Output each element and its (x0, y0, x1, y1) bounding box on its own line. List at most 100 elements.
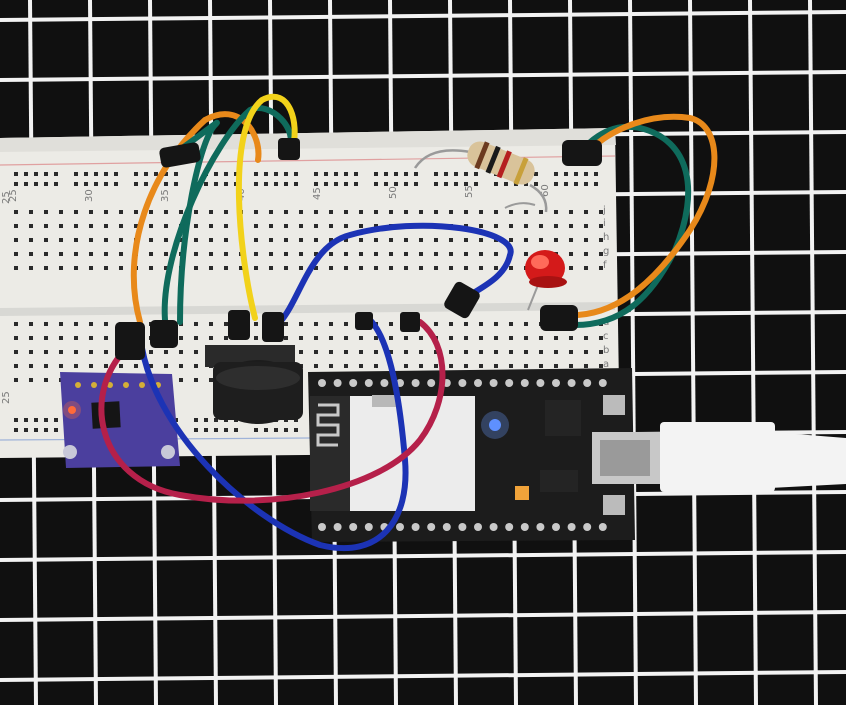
wire-teal-right (572, 123, 692, 328)
breadboard-hole (194, 322, 198, 326)
breadboard-hole (344, 322, 348, 326)
breadboard-hole (314, 210, 318, 214)
breadboard-hole (179, 336, 183, 340)
breadboard-hole (479, 350, 483, 354)
wire-orange-right (562, 113, 718, 319)
breadboard-hole (149, 210, 153, 214)
usb-c-cable (592, 422, 846, 492)
breadboard-hole (524, 224, 528, 228)
breadboard-hole (59, 252, 63, 256)
breadboard-hole (214, 172, 218, 176)
breadboard-hole (224, 172, 228, 176)
breadboard-hole (344, 364, 348, 368)
breadboard-hole (539, 336, 543, 340)
breadboard-hole (14, 428, 18, 432)
breadboard-hole (149, 224, 153, 228)
breadboard-hole (34, 182, 38, 186)
breadboard-hole (404, 266, 408, 270)
breadboard-hole (434, 210, 438, 214)
breadboard-hole (299, 322, 303, 326)
header-pin (427, 379, 436, 387)
breadboard-hole (14, 364, 18, 368)
breadboard-hole (539, 350, 543, 354)
breadboard-hole (284, 182, 288, 186)
breadboard-hole (569, 252, 573, 256)
breadboard-hole (234, 428, 238, 432)
breadboard-hole (314, 266, 318, 270)
breadboard-hole (524, 252, 528, 256)
wire-red (98, 319, 446, 504)
breadboard-hole (54, 418, 58, 422)
breadboard-hole (14, 252, 18, 256)
breadboard-hole (299, 350, 303, 354)
breadboard-hole (374, 172, 378, 176)
breadboard-hole (254, 428, 258, 432)
breadboard-hole (394, 182, 398, 186)
breadboard-hole (294, 172, 298, 176)
breadboard-hole (479, 238, 483, 242)
breadboard-hole (404, 336, 408, 340)
breadboard-hole (234, 172, 238, 176)
header-pin (411, 379, 420, 387)
breadboard-hole (214, 428, 218, 432)
breadboard-hole (494, 224, 498, 228)
breadboard-hole (449, 266, 453, 270)
breadboard-hole (134, 364, 138, 368)
breadboard-hole (599, 210, 603, 214)
breadboard-hole (434, 182, 438, 186)
breadboard-hole (374, 266, 378, 270)
breadboard-hole (434, 364, 438, 368)
breadboard-hole (89, 364, 93, 368)
breadboard-hole (449, 210, 453, 214)
column-number: 60 (540, 184, 551, 197)
breadboard-hole (224, 428, 228, 432)
breadboard-hole (254, 238, 258, 242)
breadboard-hole (104, 364, 108, 368)
column-number: 45 (312, 187, 323, 200)
breadboard-hole (359, 210, 363, 214)
breadboard-hole (324, 172, 328, 176)
breadboard-hole (144, 172, 148, 176)
breadboard-hole (44, 224, 48, 228)
breadboard-hole (44, 266, 48, 270)
breadboard-hole (374, 210, 378, 214)
breadboard-hole (14, 418, 18, 422)
grid-line (0, 70, 846, 82)
breadboard-hole (374, 336, 378, 340)
breadboard-hole (569, 266, 573, 270)
breadboard-hole (299, 336, 303, 340)
breadboard-hole (284, 210, 288, 214)
breadboard-hole (29, 238, 33, 242)
breadboard-hole (584, 350, 588, 354)
breadboard-hole (54, 172, 58, 176)
breadboard-hole (479, 364, 483, 368)
breadboard-hole (299, 252, 303, 256)
breadboard-hole (164, 172, 168, 176)
breadboard-hole (389, 350, 393, 354)
breadboard-hole (74, 238, 78, 242)
header-pin (333, 379, 342, 387)
breadboard-hole (419, 350, 423, 354)
breadboard-hole (404, 210, 408, 214)
breadboard-hole (269, 210, 273, 214)
breadboard-hole (354, 172, 358, 176)
breadboard-hole (204, 418, 208, 422)
breadboard-hole (89, 336, 93, 340)
header-pin (396, 523, 404, 531)
breadboard-hole (89, 350, 93, 354)
breadboard-hole (374, 350, 378, 354)
breadboard-hole (314, 322, 318, 326)
breadboard-hole (569, 224, 573, 228)
breadboard-hole (524, 364, 528, 368)
breadboard-hole (204, 182, 208, 186)
breadboard-hole (564, 182, 568, 186)
breadboard-hole (494, 266, 498, 270)
breadboard-hole (54, 182, 58, 186)
breadboard-hole (84, 182, 88, 186)
breadboard-hole (209, 378, 213, 382)
breadboard-hole (299, 210, 303, 214)
breadboard-hole (344, 210, 348, 214)
breadboard-hole (134, 172, 138, 176)
rail-label-top: 25 (1, 191, 12, 204)
